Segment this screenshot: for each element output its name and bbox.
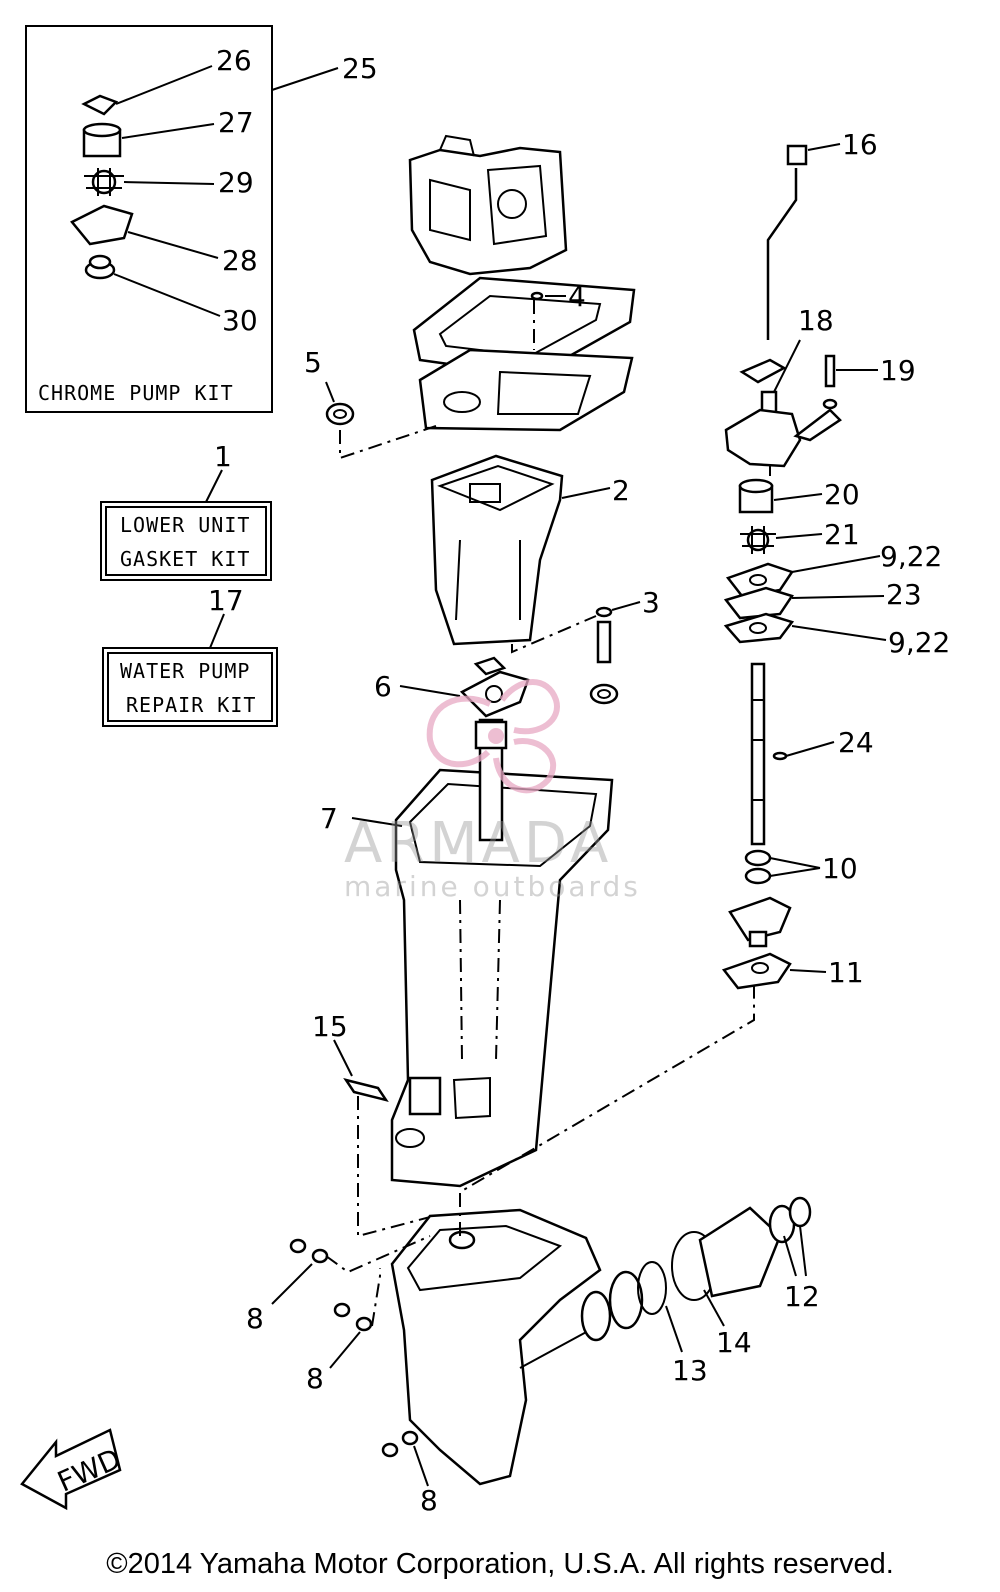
callout-24: 24 xyxy=(838,726,874,759)
callout-3: 3 xyxy=(642,586,660,619)
part-29-impeller xyxy=(84,168,124,196)
oil-seal-housing xyxy=(728,896,792,948)
callout-8c: 8 xyxy=(420,1484,438,1517)
part-8-bolt-c xyxy=(381,1430,419,1458)
callout-10: 10 xyxy=(822,852,858,885)
part-19-bolt xyxy=(822,354,838,410)
part-8-bolt-a xyxy=(289,1238,329,1264)
lower-unit-line1: LOWER UNIT xyxy=(120,513,250,537)
callout-13: 13 xyxy=(672,1354,708,1387)
callout-26: 26 xyxy=(216,44,252,77)
fwd-arrow-icon: FWD xyxy=(20,1428,126,1511)
part-5-seal xyxy=(325,402,355,426)
chrome-pump-kit-label: CHROME PUMP KIT xyxy=(38,381,234,405)
callout-5: 5 xyxy=(304,346,322,379)
water-pump-repair-kit-box: WATER PUMP REPAIR KIT xyxy=(102,647,278,727)
water-pump-housing xyxy=(724,408,842,468)
callout-2: 2 xyxy=(612,474,630,507)
part-16-grommet xyxy=(786,144,808,166)
callout-12: 12 xyxy=(784,1280,820,1313)
chrome-pump-kit-box: CHROME PUMP KIT xyxy=(25,25,273,413)
callout-30: 30 xyxy=(222,304,258,337)
part-4-dowel xyxy=(530,291,544,301)
part-3-grommet-stud xyxy=(589,606,619,705)
callout-21: 21 xyxy=(824,518,860,551)
callout-16: 16 xyxy=(842,128,878,161)
drive-shaft-housing xyxy=(390,718,614,1188)
powerhead-block xyxy=(408,134,568,276)
callout-4: 4 xyxy=(568,280,586,313)
callout-25: 25 xyxy=(342,52,378,85)
callout-15: 15 xyxy=(312,1010,348,1043)
lower-unit-gasket-kit-box: LOWER UNIT GASKET KIT xyxy=(100,501,272,581)
callout-29: 29 xyxy=(218,166,254,199)
callout-8a: 8 xyxy=(246,1302,264,1335)
callout-18: 18 xyxy=(798,304,834,337)
part-26-plate xyxy=(81,94,119,116)
water-pump-line1: WATER PUMP xyxy=(120,659,250,683)
part-30-grommet xyxy=(84,254,116,280)
callout-23: 23 xyxy=(886,578,922,611)
pump-plates xyxy=(723,562,795,644)
callout-9-22a: 9,22 xyxy=(880,540,942,573)
part-18-seal xyxy=(739,358,787,416)
part-27-liner xyxy=(82,122,122,158)
drive-shaft xyxy=(750,662,788,846)
callout-28: 28 xyxy=(222,244,258,277)
callout-6: 6 xyxy=(374,670,392,703)
part-15-anode xyxy=(343,1078,389,1102)
callout-17: 17 xyxy=(208,584,244,617)
copyright-notice: ©2014 Yamaha Motor Corporation, U.S.A. A… xyxy=(106,1548,894,1580)
exhaust-guide-body xyxy=(430,454,564,646)
water-pump-line2: REPAIR KIT xyxy=(126,693,256,717)
part-21-impeller xyxy=(740,526,776,554)
callout-8b: 8 xyxy=(306,1362,324,1395)
part-24-pin xyxy=(772,751,788,761)
exhaust-plate xyxy=(418,348,634,432)
callout-19: 19 xyxy=(880,354,916,387)
part-11-gasket xyxy=(721,952,792,990)
armada-watermark: ARMADA marine outboards xyxy=(344,679,641,903)
water-tube xyxy=(766,168,798,340)
propeller-logo-icon xyxy=(426,679,560,794)
callout-14: 14 xyxy=(716,1326,752,1359)
callout-1: 1 xyxy=(214,440,232,473)
watermark-tagline: marine outboards xyxy=(344,870,641,903)
callout-11: 11 xyxy=(828,956,864,989)
part-20-insert xyxy=(738,478,774,514)
callout-7: 7 xyxy=(320,802,338,835)
lower-unit-line2: GASKET KIT xyxy=(120,547,250,571)
part-6-gasket xyxy=(459,656,530,718)
part-10-washers xyxy=(744,849,772,885)
part-28-plate xyxy=(70,204,134,246)
gear-case xyxy=(390,1208,602,1486)
callout-27: 27 xyxy=(218,106,254,139)
callout-20: 20 xyxy=(824,478,860,511)
callout-9-22b: 9,22 xyxy=(888,626,950,659)
part-13-oring xyxy=(637,1261,667,1315)
part-8-bolt-b xyxy=(333,1302,373,1332)
prop-shaft-assembly xyxy=(519,1196,812,1369)
watermark-brand: ARMADA xyxy=(344,811,612,876)
